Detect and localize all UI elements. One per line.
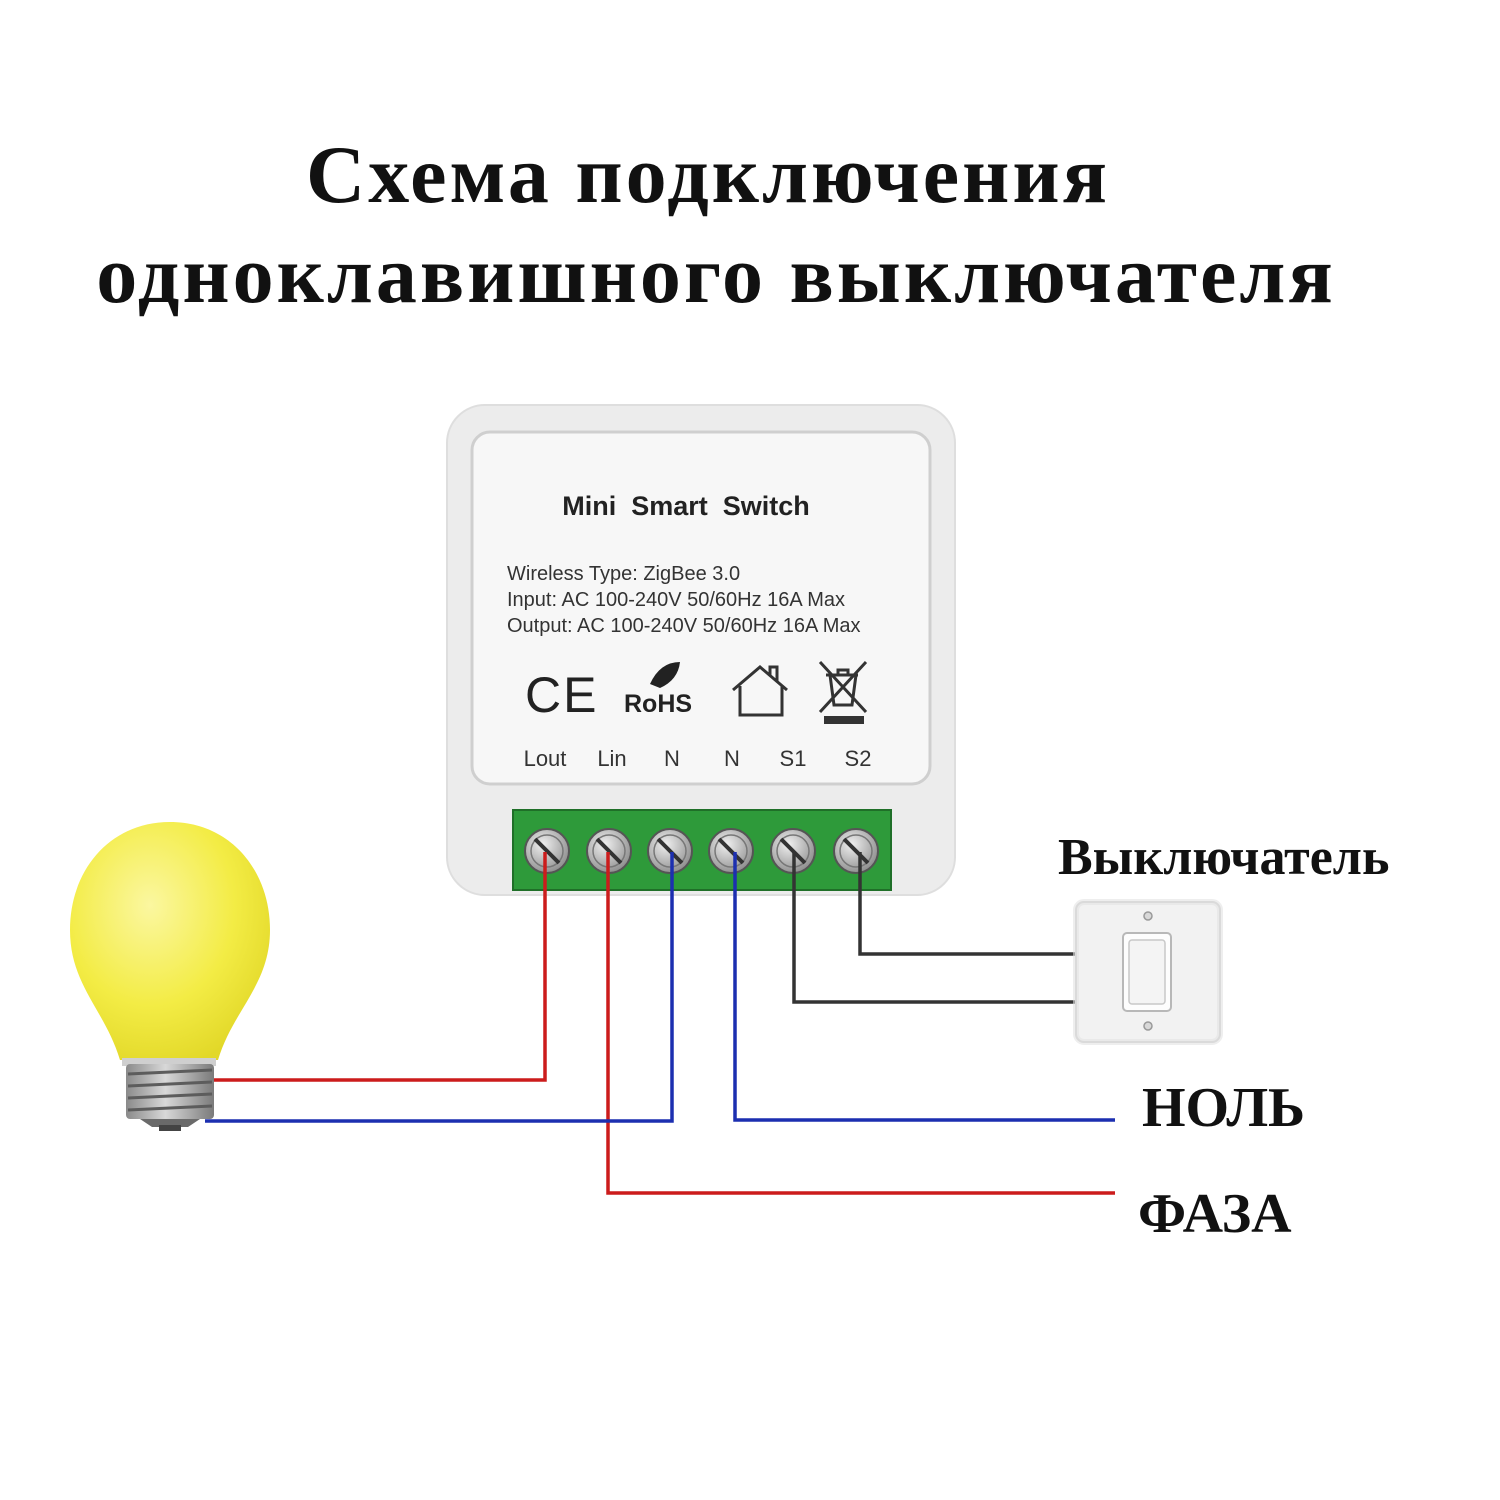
- terminal-label-s1: S1: [780, 746, 807, 771]
- terminal-screw-slot: [656, 837, 684, 865]
- smart-switch-module: Mini Smart Switch Wireless Type: ZigBee …: [446, 404, 956, 896]
- terminal-screw-rim: [530, 834, 564, 868]
- spec-input: Input: AC 100-240V 50/60Hz 16A Max: [507, 589, 845, 611]
- wire-s2-to-switch: [858, 852, 1078, 956]
- title-line-2: одноклавишного выключателя: [96, 229, 1336, 320]
- wire-n-neutral: [733, 852, 1115, 1122]
- wire-lin-phase: [606, 852, 1115, 1195]
- wire-lout-to-bulb: [212, 852, 547, 1082]
- wall-switch-icon: [1073, 899, 1223, 1045]
- terminal-screw-slot: [842, 837, 870, 865]
- terminal-block: [512, 809, 892, 891]
- terminal-screw-slot: [595, 837, 623, 865]
- svg-text:RoHS: RoHS: [624, 690, 692, 718]
- wires: [205, 852, 1115, 1195]
- terminal-label-s2: S2: [845, 746, 872, 771]
- indoor-house-icon: [732, 665, 788, 717]
- terminal-label-n1: N: [664, 746, 680, 771]
- terminal-screw-rim: [714, 834, 748, 868]
- wire-n-to-bulb: [205, 852, 674, 1123]
- terminal-screw-slot: [533, 837, 561, 865]
- terminal-screws: [524, 828, 879, 874]
- device-name: Mini Smart Switch: [562, 491, 810, 521]
- terminal-label-lout: Lout: [524, 746, 567, 771]
- spec-output: Output: AC 100-240V 50/60Hz 16A Max: [507, 615, 861, 637]
- switch-label: Выключатель: [1058, 829, 1389, 886]
- ce-mark-icon: CE: [525, 667, 598, 723]
- phase-label: ФАЗА: [1138, 1183, 1292, 1245]
- terminal-label-lin: Lin: [597, 746, 626, 771]
- neutral-label: НОЛЬ: [1142, 1077, 1305, 1139]
- terminal-screw-slot: [779, 837, 807, 865]
- wire-s1-to-switch: [792, 852, 1078, 1004]
- title-line-1: Схема подключения: [305, 129, 1110, 220]
- weee-bin-icon: [818, 660, 868, 724]
- light-bulb-icon: [70, 822, 270, 1131]
- terminal-label-n2: N: [724, 746, 740, 771]
- rohs-icon: RoHS: [624, 662, 692, 718]
- spec-wireless: Wireless Type: ZigBee 3.0: [507, 563, 740, 585]
- terminal-screw-rim: [653, 834, 687, 868]
- terminal-screw-slot: [717, 837, 745, 865]
- terminal-screw-rim: [839, 834, 873, 868]
